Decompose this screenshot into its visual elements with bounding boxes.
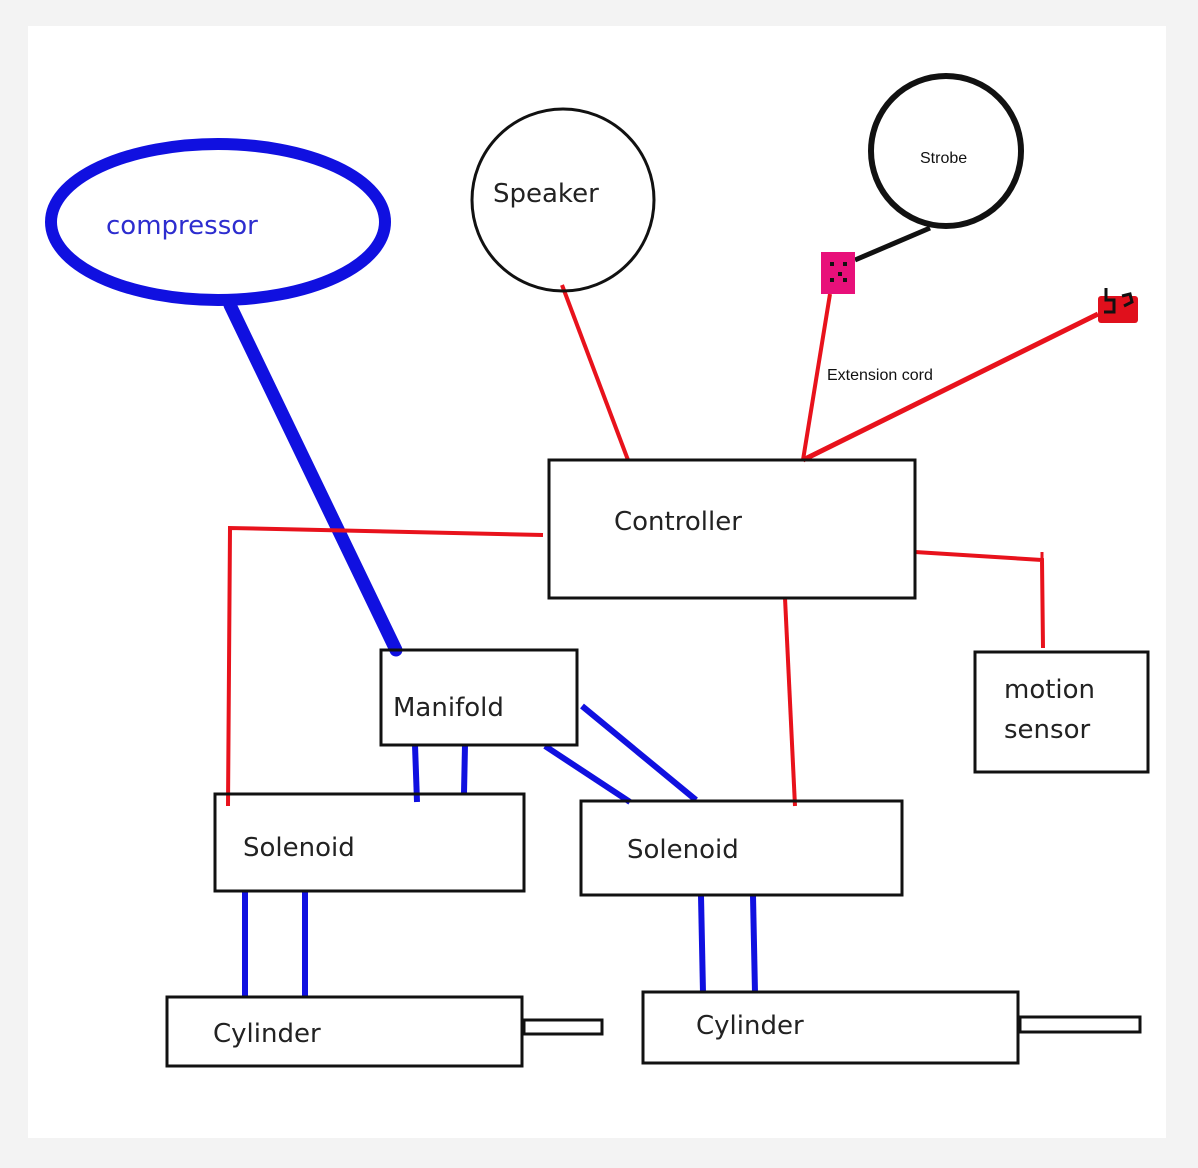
speaker-circle [470, 107, 656, 293]
left-solenoid-box [213, 792, 526, 893]
diagram-canvas [28, 26, 1166, 1138]
manifold-box [379, 648, 579, 747]
controller-box [547, 458, 917, 600]
controller-to-left-solenoid-wire [226, 525, 544, 807]
manifold-to-right-solenoid-line-a [543, 743, 632, 805]
speaker-label: Speaker [493, 179, 599, 209]
compressor-label: compressor [106, 211, 258, 241]
red-outlet-plug-icon [1098, 288, 1138, 323]
left-cylinder-box [165, 995, 524, 1068]
extension-cord-wire [801, 293, 832, 461]
motion-sensor-label-line2: sensor [1004, 715, 1090, 745]
compressor-ellipse [45, 138, 391, 306]
right-solenoid-box [579, 799, 904, 897]
strobe-label: Strobe [920, 150, 967, 167]
manifold-to-right-solenoid-line-b [580, 703, 698, 803]
air-lines [223, 298, 758, 997]
controller-to-right-solenoid-wire [783, 597, 797, 807]
controller-to-motion-sensor-wire [914, 550, 1045, 649]
right-solenoid-to-cylinder-line-b [750, 895, 758, 994]
compressor-to-manifold-hose [223, 298, 403, 657]
controller-label: Controller [614, 507, 742, 537]
left-solenoid-label: Solenoid [243, 833, 355, 863]
left-cylinder-rod [522, 1018, 604, 1036]
speaker-to-controller-wire [560, 284, 630, 461]
strobe-cord [854, 225, 931, 263]
motion-sensor-label-line1: motion [1004, 675, 1095, 705]
extension-cord-label: Extension cord [827, 367, 933, 384]
motion-sensor-box [973, 650, 1150, 774]
right-solenoid-label: Solenoid [627, 835, 739, 865]
left-cylinder-label: Cylinder [213, 1019, 321, 1049]
pink-plug-icon [821, 252, 855, 294]
plug-to-controller-wire [801, 311, 1100, 463]
right-cylinder-rod [1018, 1015, 1142, 1034]
strobe-circle [868, 73, 1024, 229]
manifold-label: Manifold [393, 693, 504, 723]
right-solenoid-to-cylinder-line-a [698, 895, 706, 994]
right-cylinder-label: Cylinder [696, 1011, 804, 1041]
right-cylinder-box [641, 990, 1020, 1065]
manifold-to-left-solenoid-line-b [461, 744, 468, 794]
wires [226, 284, 1100, 807]
